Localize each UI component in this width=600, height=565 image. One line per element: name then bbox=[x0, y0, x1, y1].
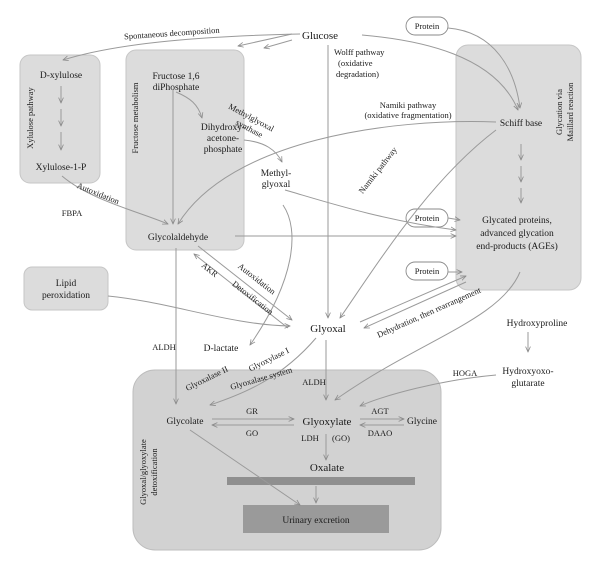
xylulose-1p-label: Xylulose-1-P bbox=[36, 163, 87, 173]
arrow-glucose-small-1 bbox=[264, 39, 293, 48]
label-aldh-mid: ALDH bbox=[302, 377, 326, 387]
glycolaldehyde-label: Glycolaldehyde bbox=[148, 233, 208, 243]
xylulose-pathway-label: Xylulose pathway bbox=[25, 86, 35, 148]
arrow-protein-mid-ages bbox=[447, 218, 460, 220]
label-wolff-line2: (oxidative bbox=[338, 58, 373, 68]
fructose-box bbox=[125, 49, 245, 251]
arrow-ages-glyoxylate bbox=[335, 271, 521, 400]
label-autoxidation-left: Autoxidation bbox=[75, 180, 121, 206]
arrow-detoxification bbox=[194, 254, 289, 329]
methylglyoxal-line2: glyoxal bbox=[262, 180, 291, 190]
arrow-methylglyoxal-ages bbox=[284, 189, 456, 230]
protein-top-label: Protein bbox=[415, 21, 440, 31]
arrow-spontaneous bbox=[63, 33, 301, 60]
label-aldh-left: ALDH bbox=[152, 342, 176, 352]
label-ldh: LDH bbox=[301, 433, 318, 443]
label-namiki-top-line2: (oxidative fragmentation) bbox=[364, 110, 451, 120]
arrow-xylulose-glycolaldehyde bbox=[61, 175, 168, 224]
lipid-line1: Lipid bbox=[56, 279, 77, 289]
label-akr: AKR bbox=[200, 260, 221, 279]
arrow-glyoxalase bbox=[210, 337, 317, 405]
label-dehydration: Dehydration, then rearrangement bbox=[375, 285, 482, 340]
glyoxal-label: Glyoxal bbox=[310, 323, 345, 335]
hydroxyproline-label: Hydroxyproline bbox=[507, 319, 568, 329]
arrow-glycolate-urinary bbox=[189, 429, 300, 505]
ages-line2: advanced glycation bbox=[480, 229, 554, 239]
xylulose-box bbox=[19, 54, 101, 184]
oxalate-label: Oxalate bbox=[310, 462, 344, 474]
arrow-autoxidation bbox=[197, 245, 292, 320]
fructose-metabolism-label: Fructose metabolism bbox=[130, 82, 140, 153]
detox-line2: detoxification bbox=[149, 448, 159, 496]
protein-pill-lower bbox=[405, 261, 449, 281]
label-wolff-line3: degradation) bbox=[336, 69, 379, 79]
lipid-box bbox=[23, 266, 109, 311]
label-gr: GR bbox=[246, 406, 258, 416]
fructose-16-line2: diPhosphate bbox=[153, 83, 199, 93]
arrow-glucose-small-2 bbox=[238, 33, 293, 46]
label-namiki-diag: Namiki pathway bbox=[356, 144, 399, 195]
arrow-hoga bbox=[360, 374, 497, 407]
arrow-lipid-glyoxal bbox=[107, 295, 290, 326]
glycation-line1: Glycation via bbox=[554, 89, 564, 135]
glycation-line2: Maillard reaction bbox=[565, 82, 575, 142]
arrow-dhap-methylglyoxal bbox=[243, 139, 283, 162]
label-fbpa: FBPA bbox=[62, 208, 83, 218]
label-wolff-line1: Wolff pathway bbox=[334, 47, 385, 57]
ages-line3: end-products (AGEs) bbox=[476, 241, 558, 252]
arrow-namiki-top bbox=[178, 121, 497, 224]
label-go-paren: (GO) bbox=[332, 433, 350, 443]
label-namiki-top-line1: Namiki pathway bbox=[380, 100, 437, 110]
schiff-base-label: Schiff base bbox=[500, 118, 542, 129]
arrow-dehydration-2 bbox=[364, 281, 467, 329]
fructose-16-line1: Fructose 1,6 bbox=[153, 72, 200, 82]
label-go: GO bbox=[246, 428, 258, 438]
label-agt: AGT bbox=[371, 406, 389, 416]
dhap-line1: Dihydroxy- bbox=[201, 123, 245, 133]
ages-line1: Glycated proteins, bbox=[482, 216, 552, 226]
lipid-line2: peroxidation bbox=[42, 291, 90, 301]
hydroxyoxo-line1: Hydroxyoxo- bbox=[502, 367, 553, 377]
protein-lower-label: Protein bbox=[415, 266, 440, 276]
d-xylulose-label: D-xylulose bbox=[40, 71, 82, 81]
dhap-line3: phosphate bbox=[204, 145, 243, 155]
glyoxylate-label: Glyoxylate bbox=[303, 416, 352, 428]
label-spontaneous: Spontaneous decomposition bbox=[124, 25, 221, 42]
arrow-fructose-dhap bbox=[175, 91, 202, 118]
protein-mid-label: Protein bbox=[415, 213, 440, 223]
hydroxyoxo-line2: glutarate bbox=[511, 379, 544, 389]
detox-line1: Glyoxal/glyoxylate bbox=[138, 439, 148, 505]
arrow-namiki-diag bbox=[340, 129, 497, 318]
glycolate-label: Glycolate bbox=[167, 417, 204, 427]
glycine-label: Glycine bbox=[407, 417, 437, 427]
d-lactate-label: D-lactate bbox=[204, 344, 239, 354]
urinary-excretion-box bbox=[243, 505, 389, 533]
oxalate-bar bbox=[227, 477, 415, 485]
arrow-methylglyoxal-dlactate bbox=[250, 204, 293, 345]
label-hoga: HOGA bbox=[453, 368, 478, 378]
methylglyoxal-line1: Methyl- bbox=[261, 169, 292, 179]
arrow-dehydration-1 bbox=[359, 275, 466, 323]
arrow-protein-schiff bbox=[447, 27, 520, 108]
glycation-box bbox=[455, 44, 582, 291]
arrow-glucose-schiff bbox=[361, 34, 518, 110]
label-daao: DAAO bbox=[368, 428, 393, 438]
glucose-label: Glucose bbox=[302, 30, 338, 42]
urinary-excretion-label: Urinary excretion bbox=[282, 516, 350, 526]
dhap-line2: acetone- bbox=[207, 134, 239, 144]
protein-pill-top bbox=[405, 16, 449, 36]
